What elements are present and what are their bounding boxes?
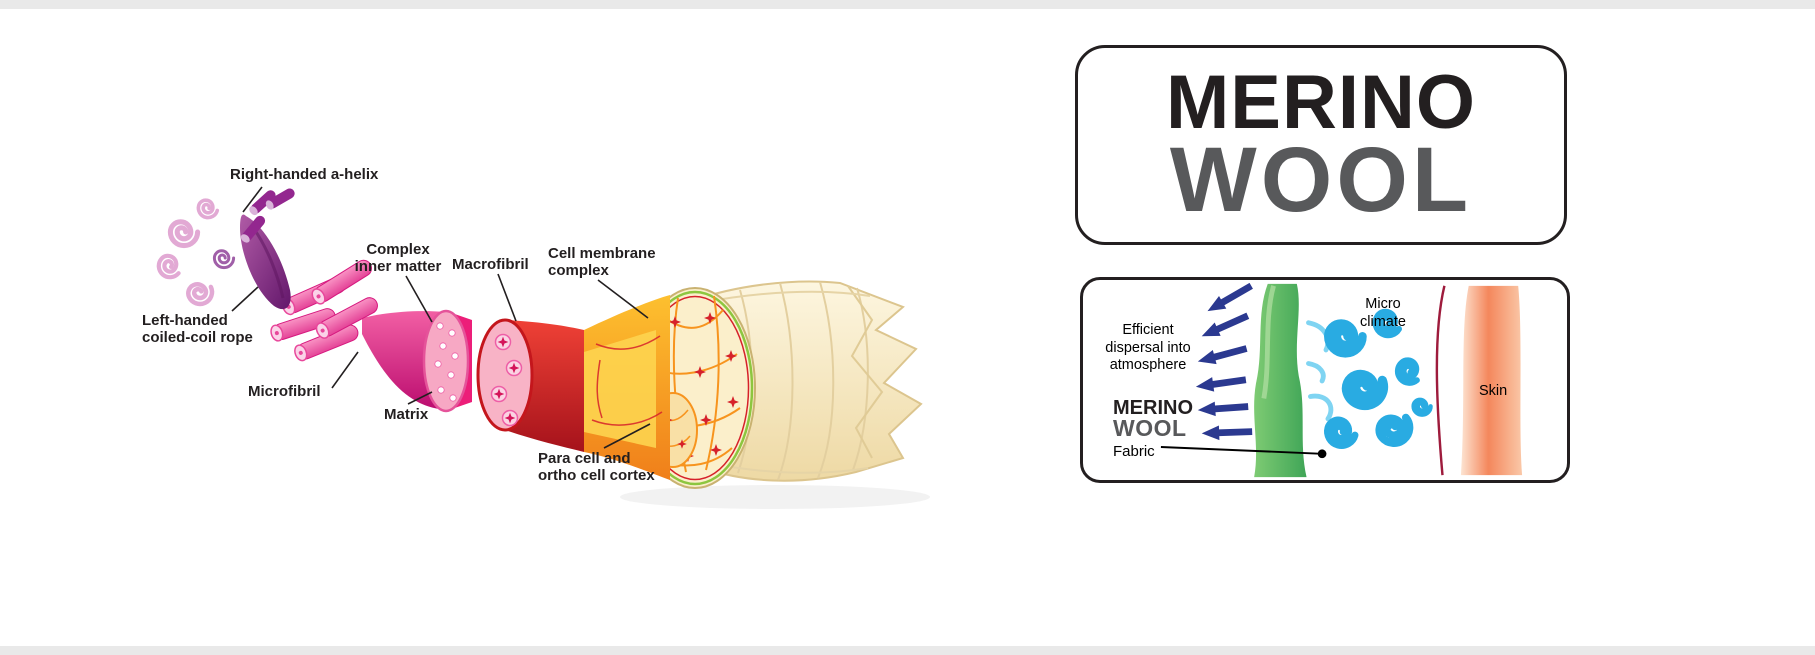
alpha-helix-coils [154, 196, 221, 308]
label-pointer-lines [231, 186, 651, 449]
label-microfibril: Microfibril [248, 383, 321, 400]
label-left-handed-rope: Left-handed coiled-coil rope [142, 312, 253, 347]
skin-band [1460, 285, 1523, 476]
label-macrofibril: Macrofibril [452, 256, 529, 273]
page-edge-bottom [0, 646, 1815, 655]
merino-wool-logo-card: MERINO WOOL [1075, 45, 1567, 245]
label-para-ortho-cortex: Para cell and ortho cell cortex [538, 450, 655, 485]
membrane-line [1435, 285, 1446, 476]
label-matrix: Matrix [384, 406, 429, 423]
wool-fiber-structure-diagram: Right-handed a-helix Left-handed coiled-… [0, 166, 930, 509]
coiled-coil-ropes [270, 259, 378, 362]
macrofibril-face [476, 318, 534, 432]
fabric-label-wool: WOOL [1113, 415, 1187, 441]
microfibril-bundle [422, 309, 472, 413]
brand-title-merino: MERINO [1166, 59, 1476, 145]
fiber-structure-graphic [0, 186, 930, 509]
fiber-shadow [620, 485, 930, 509]
fabric-pointer-dot [1317, 449, 1327, 459]
label-right-handed-helix: Right-handed a-helix [230, 166, 379, 183]
macrofibril-cone [362, 311, 446, 410]
orange-cortex-cone [584, 295, 670, 480]
fabric-band [1254, 283, 1307, 478]
label-micro-climate: Micro climate [1360, 296, 1406, 330]
label-complex-inner-matter: Complex inner matter [354, 241, 442, 276]
macrofibril-flowers [490, 333, 523, 427]
fabric-label-merino: MERINO [1113, 397, 1193, 419]
coiled-coil-bundle [240, 188, 295, 310]
dispersal-arrows-icon [1194, 280, 1255, 441]
red-cortex-cone [476, 318, 584, 452]
moisture-dispersal-graphic [1160, 280, 1523, 478]
moisture-dispersal-card: Efficient dispersal into atmosphere Micr… [1080, 277, 1570, 483]
fabric-pointer-line [1160, 446, 1323, 455]
alpha-helix-coil-dark [212, 249, 236, 270]
fabric-label-fabric: Fabric [1113, 442, 1155, 460]
label-skin: Skin [1479, 383, 1508, 399]
label-efficient-dispersal: Efficient dispersal into atmosphere [1105, 322, 1191, 374]
label-cell-membrane-complex: Cell membrane complex [548, 245, 656, 280]
brand-title-wool: WOOL [1169, 128, 1473, 231]
page-edge-top [0, 0, 1815, 9]
label-merino-wool-fabric: MERINO WOOL Fabric [1113, 398, 1193, 460]
